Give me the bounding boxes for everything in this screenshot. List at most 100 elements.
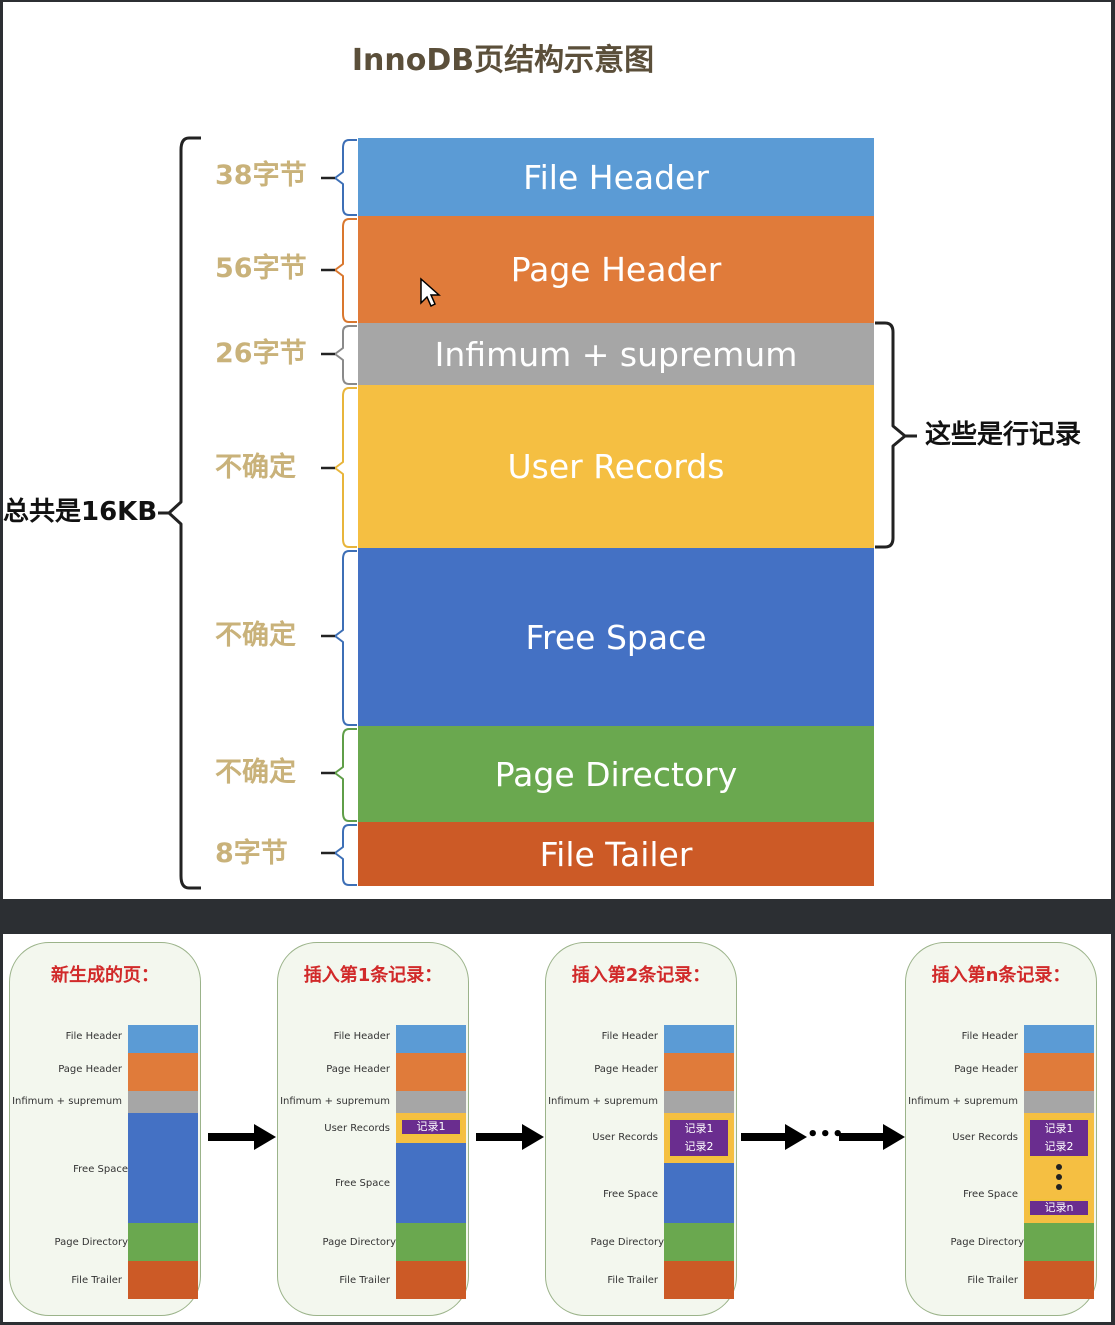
record-1: 记录1: [400, 1118, 462, 1136]
mini-label-file-trailer: File Trailer: [607, 1275, 658, 1286]
mini-label-file-header: File Header: [65, 1031, 122, 1042]
segment-user-records: User Records: [358, 385, 874, 548]
records-block: 记录1 记录2: [668, 1118, 730, 1158]
records-block: 记录1 记录2: [1028, 1118, 1090, 1158]
mini-label-infimum: Infimum + supremum: [280, 1096, 390, 1107]
mini-label-infimum: Infimum + supremum: [12, 1096, 122, 1107]
bracket-row-records: [875, 321, 907, 549]
bracket-page-directory: [334, 728, 357, 822]
mini-user-records: 记录1 记录2: [664, 1113, 734, 1163]
segment-page-directory: Page Directory: [358, 726, 874, 822]
step-card-insert-1: 插入第1条记录： 记录1 File Header Page Header Inf…: [277, 942, 469, 1316]
record-1: 记录1: [1044, 1122, 1074, 1135]
mini-label-free-space: Free Space: [963, 1189, 1018, 1200]
step-title: 新生成的页：: [51, 965, 159, 986]
right-arrow-icon: [741, 1124, 807, 1150]
right-arrow-icon: [476, 1124, 544, 1150]
bracket-file-tailer: [334, 824, 357, 886]
mini-page-directory: [128, 1223, 198, 1261]
mini-label-page-directory: Page Directory: [590, 1237, 664, 1248]
step-card-insert-2: 插入第2条记录： 记录1 记录2 File Header Page Header…: [545, 942, 737, 1316]
mini-label-infimum: Infimum + supremum: [548, 1096, 658, 1107]
mini-label-page-directory: Page Directory: [54, 1237, 128, 1248]
mini-file-header: [1024, 1025, 1094, 1053]
segment-label: Infimum + supremum: [434, 334, 798, 374]
segment-infimum-supremum: Infimum + supremum: [358, 323, 874, 385]
mini-label-user-records: User Records: [592, 1132, 658, 1143]
mini-label-page-directory: Page Directory: [322, 1237, 396, 1248]
page-structure-diagram: InnoDB页结构示意图 File Header Page Header Inf…: [3, 2, 1111, 899]
mini-infimum: [396, 1091, 466, 1113]
mini-page-header: [396, 1053, 466, 1091]
bracket-infimum: [334, 325, 357, 385]
mini-file-trailer: [1024, 1261, 1094, 1299]
mini-label-free-space: Free Space: [603, 1189, 658, 1200]
step-title: 插入第1条记录：: [303, 965, 443, 986]
vertical-ellipsis-icon: [1056, 1164, 1062, 1190]
segment-label: Page Header: [510, 250, 722, 289]
mini-page-header: [128, 1053, 198, 1091]
step-card-insert-n: 插入第n条记录： 记录1 记录2 记录n File Header Page He…: [905, 942, 1097, 1316]
mini-label-page-header: Page Header: [594, 1064, 658, 1075]
bracket-free-space: [334, 550, 357, 726]
record-n: 记录n: [1028, 1199, 1090, 1217]
mini-label-user-records: User Records: [952, 1132, 1018, 1143]
mini-page-directory: [664, 1223, 734, 1261]
mini-label-page-header: Page Header: [326, 1064, 390, 1075]
mini-page-header: [1024, 1053, 1094, 1091]
size-label-file-header: 38字节: [215, 160, 307, 191]
mini-label-file-trailer: File Trailer: [967, 1275, 1018, 1286]
mini-file-header: [128, 1025, 198, 1053]
segment-file-header: File Header: [358, 138, 874, 216]
bracket-user-records: [334, 387, 357, 548]
mini-file-header: [664, 1025, 734, 1053]
size-label-free-space: 不确定: [215, 620, 296, 651]
mini-label-free-space: Free Space: [335, 1178, 390, 1189]
mini-infimum: [664, 1091, 734, 1113]
segment-label: File Tailer: [539, 834, 693, 874]
size-label-user-records: 不确定: [215, 452, 296, 483]
size-label-file-tailer: 8字节: [215, 838, 288, 869]
diagram-title: InnoDB页结构示意图: [351, 43, 655, 78]
right-arrow-icon: [839, 1124, 905, 1150]
mini-file-trailer: [128, 1261, 198, 1299]
mini-free-space: [396, 1143, 466, 1223]
mini-label-page-directory: Page Directory: [950, 1237, 1024, 1248]
ellipsis-dots: •••: [807, 1124, 845, 1145]
bracket-file-header: [334, 139, 357, 216]
row-records-label: 这些是行记录: [925, 420, 1082, 450]
size-label-infimum: 26字节: [215, 338, 307, 369]
mini-user-records: 记录1: [396, 1113, 466, 1143]
segment-label: Page Directory: [494, 754, 738, 794]
record-2: 记录2: [684, 1140, 714, 1153]
mini-label-file-trailer: File Trailer: [339, 1275, 390, 1286]
mini-user-records: 记录1 记录2 记录n: [1024, 1113, 1094, 1223]
record-2: 记录2: [1044, 1140, 1074, 1153]
segment-label: File Header: [523, 157, 709, 197]
segment-page-header: Page Header: [358, 216, 874, 323]
insertion-steps-panel: 新生成的页： File Header Page Header Infimum +…: [3, 934, 1111, 1322]
mini-label-page-header: Page Header: [954, 1064, 1018, 1075]
mini-label-file-trailer: File Trailer: [71, 1275, 122, 1286]
right-arrow-icon: [208, 1124, 276, 1150]
mini-infimum: [1024, 1091, 1094, 1113]
mini-page-directory: [1024, 1223, 1094, 1261]
mini-label-page-header: Page Header: [58, 1064, 122, 1075]
mini-label-free-space: Free Space: [73, 1164, 128, 1175]
mini-label-file-header: File Header: [961, 1031, 1018, 1042]
size-label-page-header: 56字节: [215, 253, 307, 284]
segment-free-space: Free Space: [358, 548, 874, 726]
segment-file-tailer: File Tailer: [358, 822, 874, 886]
mini-free-space: [128, 1113, 198, 1223]
mini-file-trailer: [396, 1261, 466, 1299]
mini-label-file-header: File Header: [333, 1031, 390, 1042]
brackets-overlay: [158, 136, 917, 890]
mini-page-header: [664, 1053, 734, 1091]
bracket-page-header: [334, 218, 357, 323]
segment-label: User Records: [507, 447, 725, 486]
step-title: 插入第n条记录：: [931, 965, 1071, 986]
bracket-total: [167, 136, 201, 890]
mini-file-header: [396, 1025, 466, 1053]
step-card-new-page: 新生成的页： File Header Page Header Infimum +…: [9, 942, 201, 1316]
mini-page-directory: [396, 1223, 466, 1261]
